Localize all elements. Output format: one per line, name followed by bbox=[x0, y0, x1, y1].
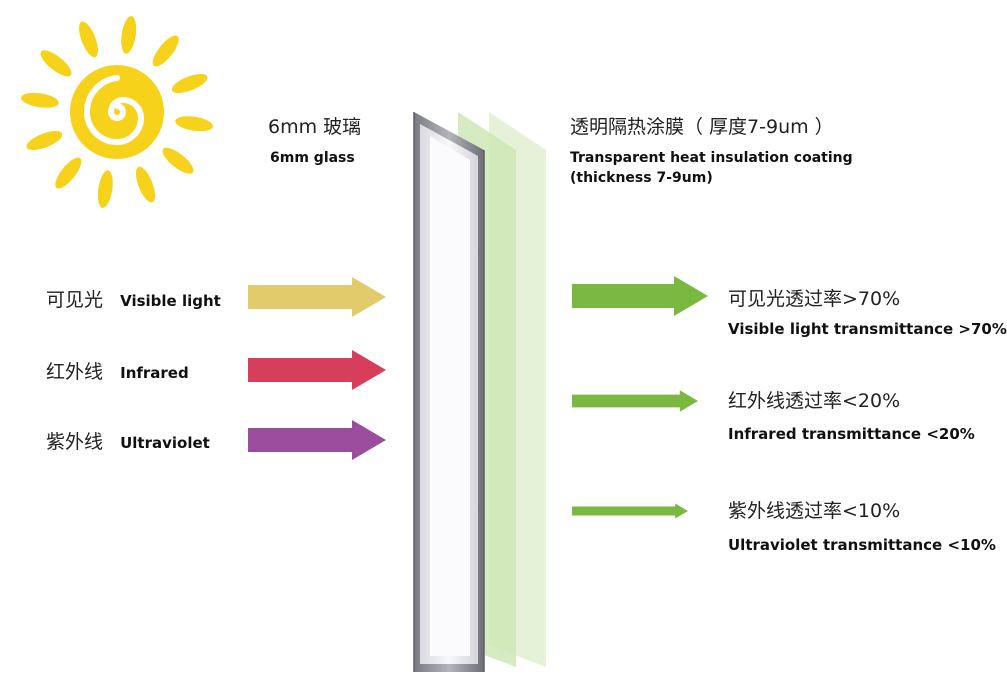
coating-label-cn: 透明隔热涂膜（ 厚度7-9um ） bbox=[570, 116, 834, 138]
outgoing-arrow-infrared bbox=[572, 390, 698, 412]
sun-ray bbox=[78, 21, 99, 58]
incoming-label-infrared: 红外线 Infrared bbox=[46, 357, 189, 384]
outgoing-label-visible-cn: 可见光透过率>70% bbox=[728, 288, 901, 310]
outgoing-label-ultraviolet-en: Ultraviolet transmittance <10% bbox=[728, 536, 996, 554]
sun-icon bbox=[21, 16, 213, 208]
glass-label-en: 6mm glass bbox=[270, 150, 355, 166]
sun-ray bbox=[162, 147, 194, 174]
sun-ray bbox=[121, 16, 137, 54]
glass-label-cn: 6mm 玻璃 bbox=[268, 116, 362, 138]
outgoing-label-infrared-cn: 红外线透过率<20% bbox=[728, 390, 901, 412]
incoming-label-en: Infrared bbox=[120, 364, 189, 382]
sun-ray bbox=[26, 130, 63, 151]
outgoing-label-ultraviolet-cn: 紫外线透过率<10% bbox=[728, 500, 901, 522]
glass-pane bbox=[413, 112, 485, 672]
sun-ray bbox=[97, 170, 113, 208]
outgoing-label-visible-en: Visible light transmittance >70% bbox=[728, 320, 1007, 338]
incoming-arrow-infrared bbox=[248, 350, 386, 390]
coating-label-en-line1: Transparent heat insulation coating bbox=[570, 150, 853, 166]
incoming-arrow-visible bbox=[248, 277, 386, 317]
outgoing-arrow-visible bbox=[572, 276, 708, 316]
incoming-arrows bbox=[248, 277, 386, 460]
coating-label-en-line2: (thickness 7-9um) bbox=[570, 170, 713, 186]
incoming-label-cn: 红外线 bbox=[46, 361, 104, 383]
sun-ray bbox=[171, 73, 208, 94]
sun-ray bbox=[135, 166, 156, 203]
incoming-label-en: Ultraviolet bbox=[120, 434, 210, 452]
incoming-label-visible: 可见光 Visible light bbox=[46, 285, 221, 312]
sun-ray bbox=[21, 92, 59, 108]
incoming-label-en: Visible light bbox=[120, 292, 221, 310]
outgoing-label-infrared-en: Infrared transmittance <20% bbox=[728, 425, 975, 443]
outgoing-arrow-ultraviolet bbox=[572, 503, 688, 519]
incoming-arrow-ultraviolet bbox=[248, 420, 386, 460]
sun-ray bbox=[55, 157, 82, 189]
sun-ray bbox=[175, 116, 213, 132]
sun-ray bbox=[40, 50, 72, 77]
incoming-label-cn: 可见光 bbox=[46, 289, 104, 311]
incoming-label-ultraviolet: 紫外线 Ultraviolet bbox=[46, 427, 210, 454]
sun-ray bbox=[152, 35, 179, 67]
outgoing-arrows bbox=[572, 276, 708, 519]
incoming-label-cn: 紫外线 bbox=[46, 431, 104, 453]
